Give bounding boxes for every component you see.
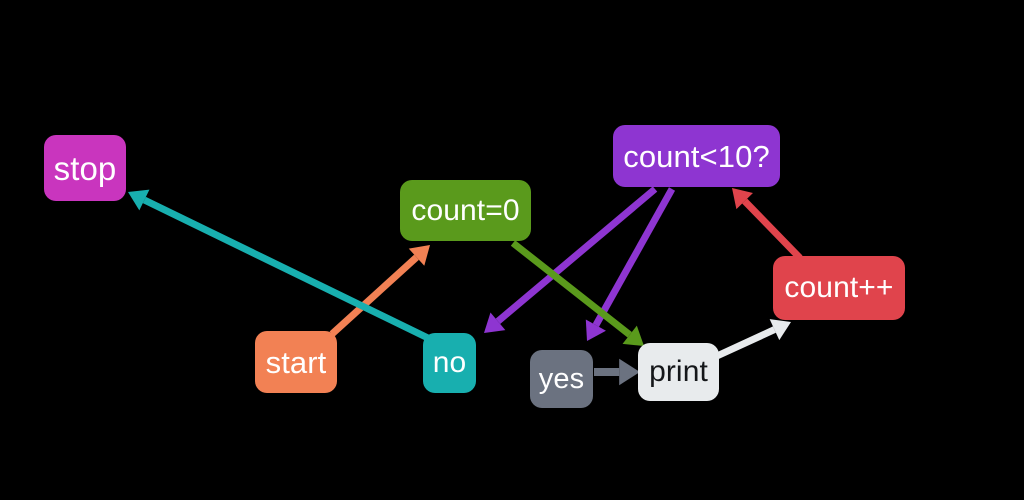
node-print[interactable]: print xyxy=(638,343,719,401)
arrowhead-icon xyxy=(585,319,606,341)
arrowhead-icon xyxy=(769,319,791,341)
node-no[interactable]: no xyxy=(423,333,476,393)
edge-no-to-stop xyxy=(128,189,432,343)
edge-line xyxy=(592,187,676,327)
edge-start-to-count0 xyxy=(329,245,430,337)
edge-line xyxy=(510,240,632,338)
arrowhead-icon xyxy=(128,189,150,211)
node-label: yes xyxy=(538,362,585,395)
arrowhead-icon xyxy=(484,312,506,333)
node-label: count<10? xyxy=(623,138,770,174)
node-yes[interactable]: yes xyxy=(530,350,593,408)
node-stop[interactable]: stop xyxy=(44,135,126,201)
edge-print-to-countpp xyxy=(715,319,791,360)
arrowhead-icon xyxy=(622,325,644,346)
node-start[interactable]: start xyxy=(255,331,337,393)
edge-cond-to-yes xyxy=(585,187,676,341)
edge-line xyxy=(742,198,803,261)
edge-line xyxy=(495,186,658,324)
edge-count0-to-print xyxy=(510,240,644,346)
edge-cond-to-no xyxy=(484,186,658,333)
arrowhead-icon xyxy=(732,188,753,210)
edge-line xyxy=(715,326,776,360)
node-label: stop xyxy=(53,149,117,187)
arrowhead-icon xyxy=(408,245,430,266)
node-label: count++ xyxy=(784,271,894,304)
edge-yes-to-print xyxy=(594,358,640,386)
node-countpp[interactable]: count++ xyxy=(773,256,905,320)
node-label: print xyxy=(649,355,708,388)
node-label: no xyxy=(432,346,467,379)
node-cond[interactable]: count<10? xyxy=(613,125,780,187)
node-label: count=0 xyxy=(411,193,520,227)
edge-line xyxy=(329,254,419,337)
node-count0[interactable]: count=0 xyxy=(400,180,531,241)
node-label: start xyxy=(265,344,327,380)
edge-line xyxy=(142,196,432,343)
arrowhead-icon xyxy=(619,358,640,386)
edge-countpp-to-cond xyxy=(732,188,803,261)
